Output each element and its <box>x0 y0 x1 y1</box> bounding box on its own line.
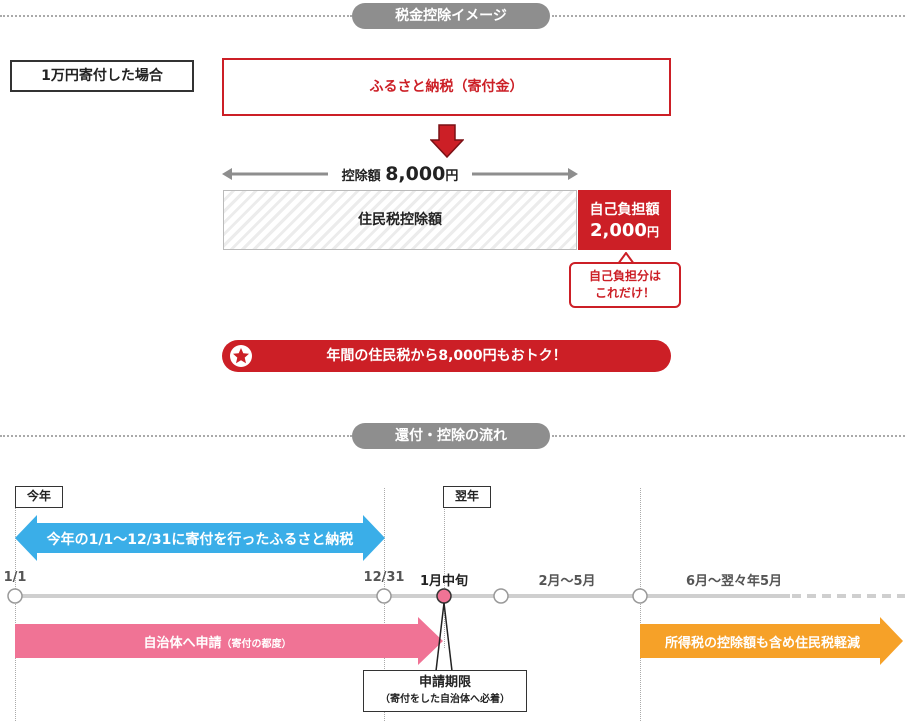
self-burden-unit: 円 <box>646 225 659 239</box>
year-next-box: 翌年 <box>443 486 491 508</box>
self-burden-callout: 自己負担分は これだけ！ <box>569 262 681 308</box>
deadline-title: 申請期限 <box>418 675 471 690</box>
section2-divider-left <box>0 435 352 437</box>
deadline-sub: （寄付をした自治体へ必着） <box>380 694 510 705</box>
resident-tax-deduction-bar: 住民税控除額 <box>223 190 577 250</box>
apply-sub: （寄付の都度） <box>221 639 292 650</box>
resident-tax-label: 住民税控除額 <box>358 212 442 228</box>
down-arrow-icon <box>430 124 464 158</box>
label-mid-jan: 1月中旬 <box>419 574 469 589</box>
self-burden-amount-row: 2,000円 <box>578 220 671 241</box>
label-jun-may: 6月〜翌々年5月 <box>685 574 783 589</box>
deduction-unit: 円 <box>445 169 459 184</box>
apply-text: 自治体へ申請（寄付の都度） <box>15 632 420 651</box>
section1-divider-right <box>552 15 905 17</box>
deduction-amount: 8,000 <box>385 163 446 185</box>
apply-arrow <box>15 617 443 665</box>
section1-title: 税金控除イメージ <box>352 3 550 29</box>
deduction-label: 控除額 <box>341 169 381 184</box>
donation-period-text: 今年の1/1〜12/31に寄付を行ったふるさと納税 <box>46 532 354 548</box>
self-burden-title: 自己負担額 <box>589 202 660 218</box>
deadline-pointer <box>435 603 453 671</box>
result-text: 所得税の控除額も含め住民税軽減 <box>664 636 860 651</box>
year-this-box: 今年 <box>15 486 63 508</box>
guide-line-next-year <box>444 488 445 648</box>
apply-main: 自治体へ申請 <box>143 636 222 651</box>
label-end: 12/31 <box>363 570 405 585</box>
section1-divider-left <box>0 15 352 17</box>
result-arrow <box>640 617 903 665</box>
banner-text: 年間の住民税から8,000円もおトク！ <box>326 348 567 364</box>
deadline-box: 申請期限 （寄付をした自治体へ必着） <box>363 670 527 712</box>
star-icon <box>230 345 252 367</box>
guide-line-june <box>640 488 641 721</box>
guide-line-start <box>15 488 16 721</box>
section2-divider-right <box>552 435 905 437</box>
callout-line2: これだけ！ <box>594 286 655 300</box>
timeline-axis <box>7 588 905 604</box>
label-start: 1/1 <box>3 570 27 585</box>
label-feb-may: 2月〜5月 <box>538 574 596 589</box>
section2-title: 還付・控除の流れ <box>352 423 550 449</box>
furusato-box: ふるさと納税（寄付金） <box>222 58 671 116</box>
callout-line1: 自己負担分は <box>588 269 661 283</box>
self-burden-amount: 2,000 <box>590 220 647 241</box>
self-burden-box: 自己負担額 2,000円 <box>578 190 671 250</box>
deduction-amount-label: 控除額 8,000円 <box>330 163 470 185</box>
donation-period-arrow <box>15 515 385 561</box>
case-label: 1万円寄付した場合 <box>10 60 194 92</box>
deduction-span-arrow <box>222 168 578 180</box>
savings-banner: 年間の住民税から8,000円もおトク！ <box>222 340 671 372</box>
guide-line-end <box>384 488 385 721</box>
